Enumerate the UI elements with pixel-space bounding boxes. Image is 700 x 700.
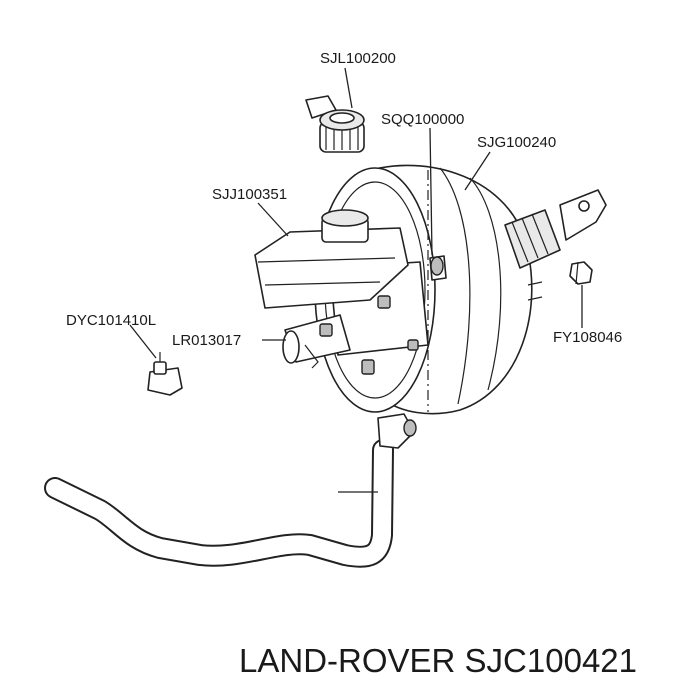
label-dyc101410l: DYC101410L xyxy=(66,312,156,329)
part-labels: SJL100200 SQQ100000 SJG100240 SJJ100351 … xyxy=(66,50,622,349)
leader-lines xyxy=(129,67,583,493)
label-sjg100240: SJG100240 xyxy=(477,134,556,151)
footer-title: LAND-ROVER SJC100421 xyxy=(239,642,637,679)
label-fy108046: FY108046 xyxy=(553,329,622,346)
fluid-reservoir xyxy=(254,209,409,309)
vacuum-grommet xyxy=(429,255,447,281)
label-sjl100200: SJL100200 xyxy=(320,50,396,67)
label-sjj100351: SJJ100351 xyxy=(212,186,287,203)
nut xyxy=(569,261,593,285)
label-lr013017: LR013017 xyxy=(172,332,241,349)
label-sqq100000: SQQ100000 xyxy=(381,111,464,128)
clip xyxy=(147,352,183,396)
reservoir-cap xyxy=(305,95,365,153)
vacuum-hose xyxy=(44,413,417,568)
